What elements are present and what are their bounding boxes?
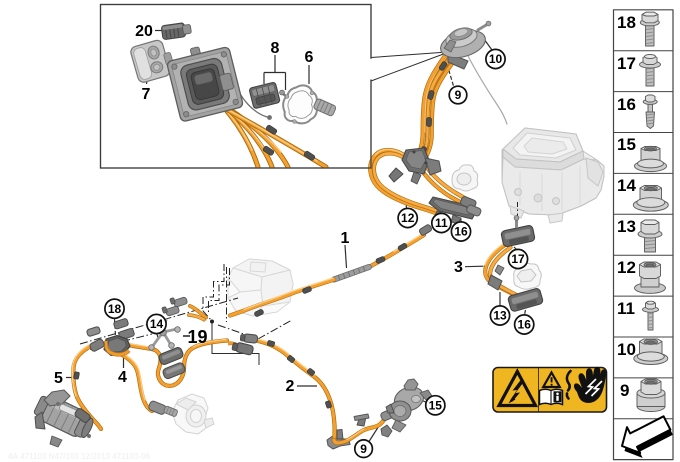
- svg-text:17: 17: [617, 54, 636, 73]
- svg-text:13: 13: [617, 217, 636, 236]
- svg-text:9: 9: [455, 88, 462, 102]
- svg-text:12: 12: [401, 211, 415, 225]
- svg-text:8: 8: [271, 40, 280, 57]
- svg-text:9: 9: [360, 442, 367, 456]
- svg-text:19: 19: [187, 327, 207, 347]
- svg-text:13: 13: [493, 309, 507, 323]
- svg-text:5: 5: [54, 370, 63, 387]
- svg-text:9: 9: [620, 381, 629, 400]
- svg-text:15: 15: [617, 135, 636, 154]
- svg-text:2: 2: [286, 378, 295, 395]
- svg-text:17: 17: [511, 252, 525, 266]
- svg-text:10: 10: [617, 340, 636, 359]
- svg-text:4: 4: [118, 369, 127, 386]
- svg-text:1: 1: [341, 230, 350, 247]
- svg-text:6: 6: [305, 49, 314, 66]
- svg-text:11: 11: [435, 216, 448, 230]
- svg-text:7: 7: [142, 86, 151, 103]
- svg-text:18: 18: [617, 13, 636, 32]
- svg-text:16: 16: [518, 318, 532, 332]
- svg-text:15: 15: [429, 399, 443, 413]
- svg-text:14: 14: [617, 176, 636, 195]
- svg-text:12: 12: [617, 258, 636, 277]
- svg-text:18: 18: [108, 302, 122, 316]
- svg-text:4A 471103 N47/103 12/2013: 4A 471103 N47/103 12/2013 471103-06: [8, 452, 151, 461]
- svg-text:16: 16: [454, 225, 468, 239]
- svg-text:14: 14: [150, 317, 164, 331]
- svg-text:3: 3: [454, 259, 463, 276]
- svg-text:10: 10: [489, 52, 503, 66]
- svg-text:11: 11: [617, 299, 635, 318]
- svg-text:16: 16: [617, 95, 636, 114]
- svg-text:20: 20: [135, 23, 153, 40]
